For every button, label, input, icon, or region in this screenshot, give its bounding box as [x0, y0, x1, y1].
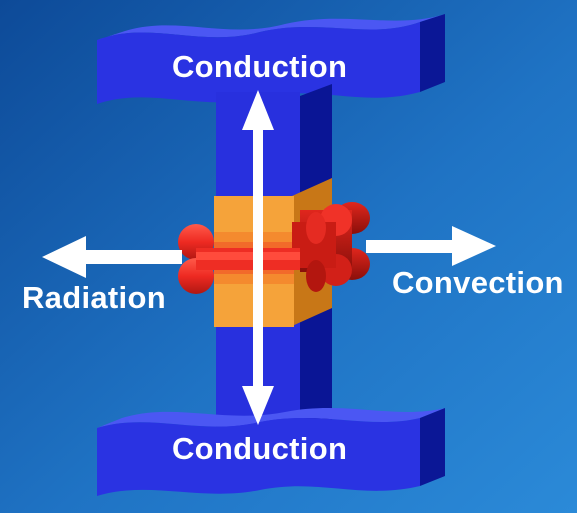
bottom-flange-side-face [420, 408, 445, 486]
top-flange-top-face [97, 14, 445, 40]
top-flange-front-face [97, 22, 420, 104]
arrow-up-down-icon [242, 90, 274, 425]
top-flange-side-face [420, 14, 445, 92]
bottom-flange-top-face [97, 408, 445, 428]
radiation-label: Radiation [22, 280, 166, 315]
arrow-right-icon [366, 226, 496, 266]
bone-icon [178, 202, 370, 294]
arrow-left-icon [42, 236, 182, 278]
conduction-bottom-label: Conduction [172, 431, 348, 466]
convection-label: Convection [392, 265, 564, 300]
bottom-flange-front-face [97, 418, 420, 496]
conduction-top-label: Conduction [172, 49, 348, 84]
